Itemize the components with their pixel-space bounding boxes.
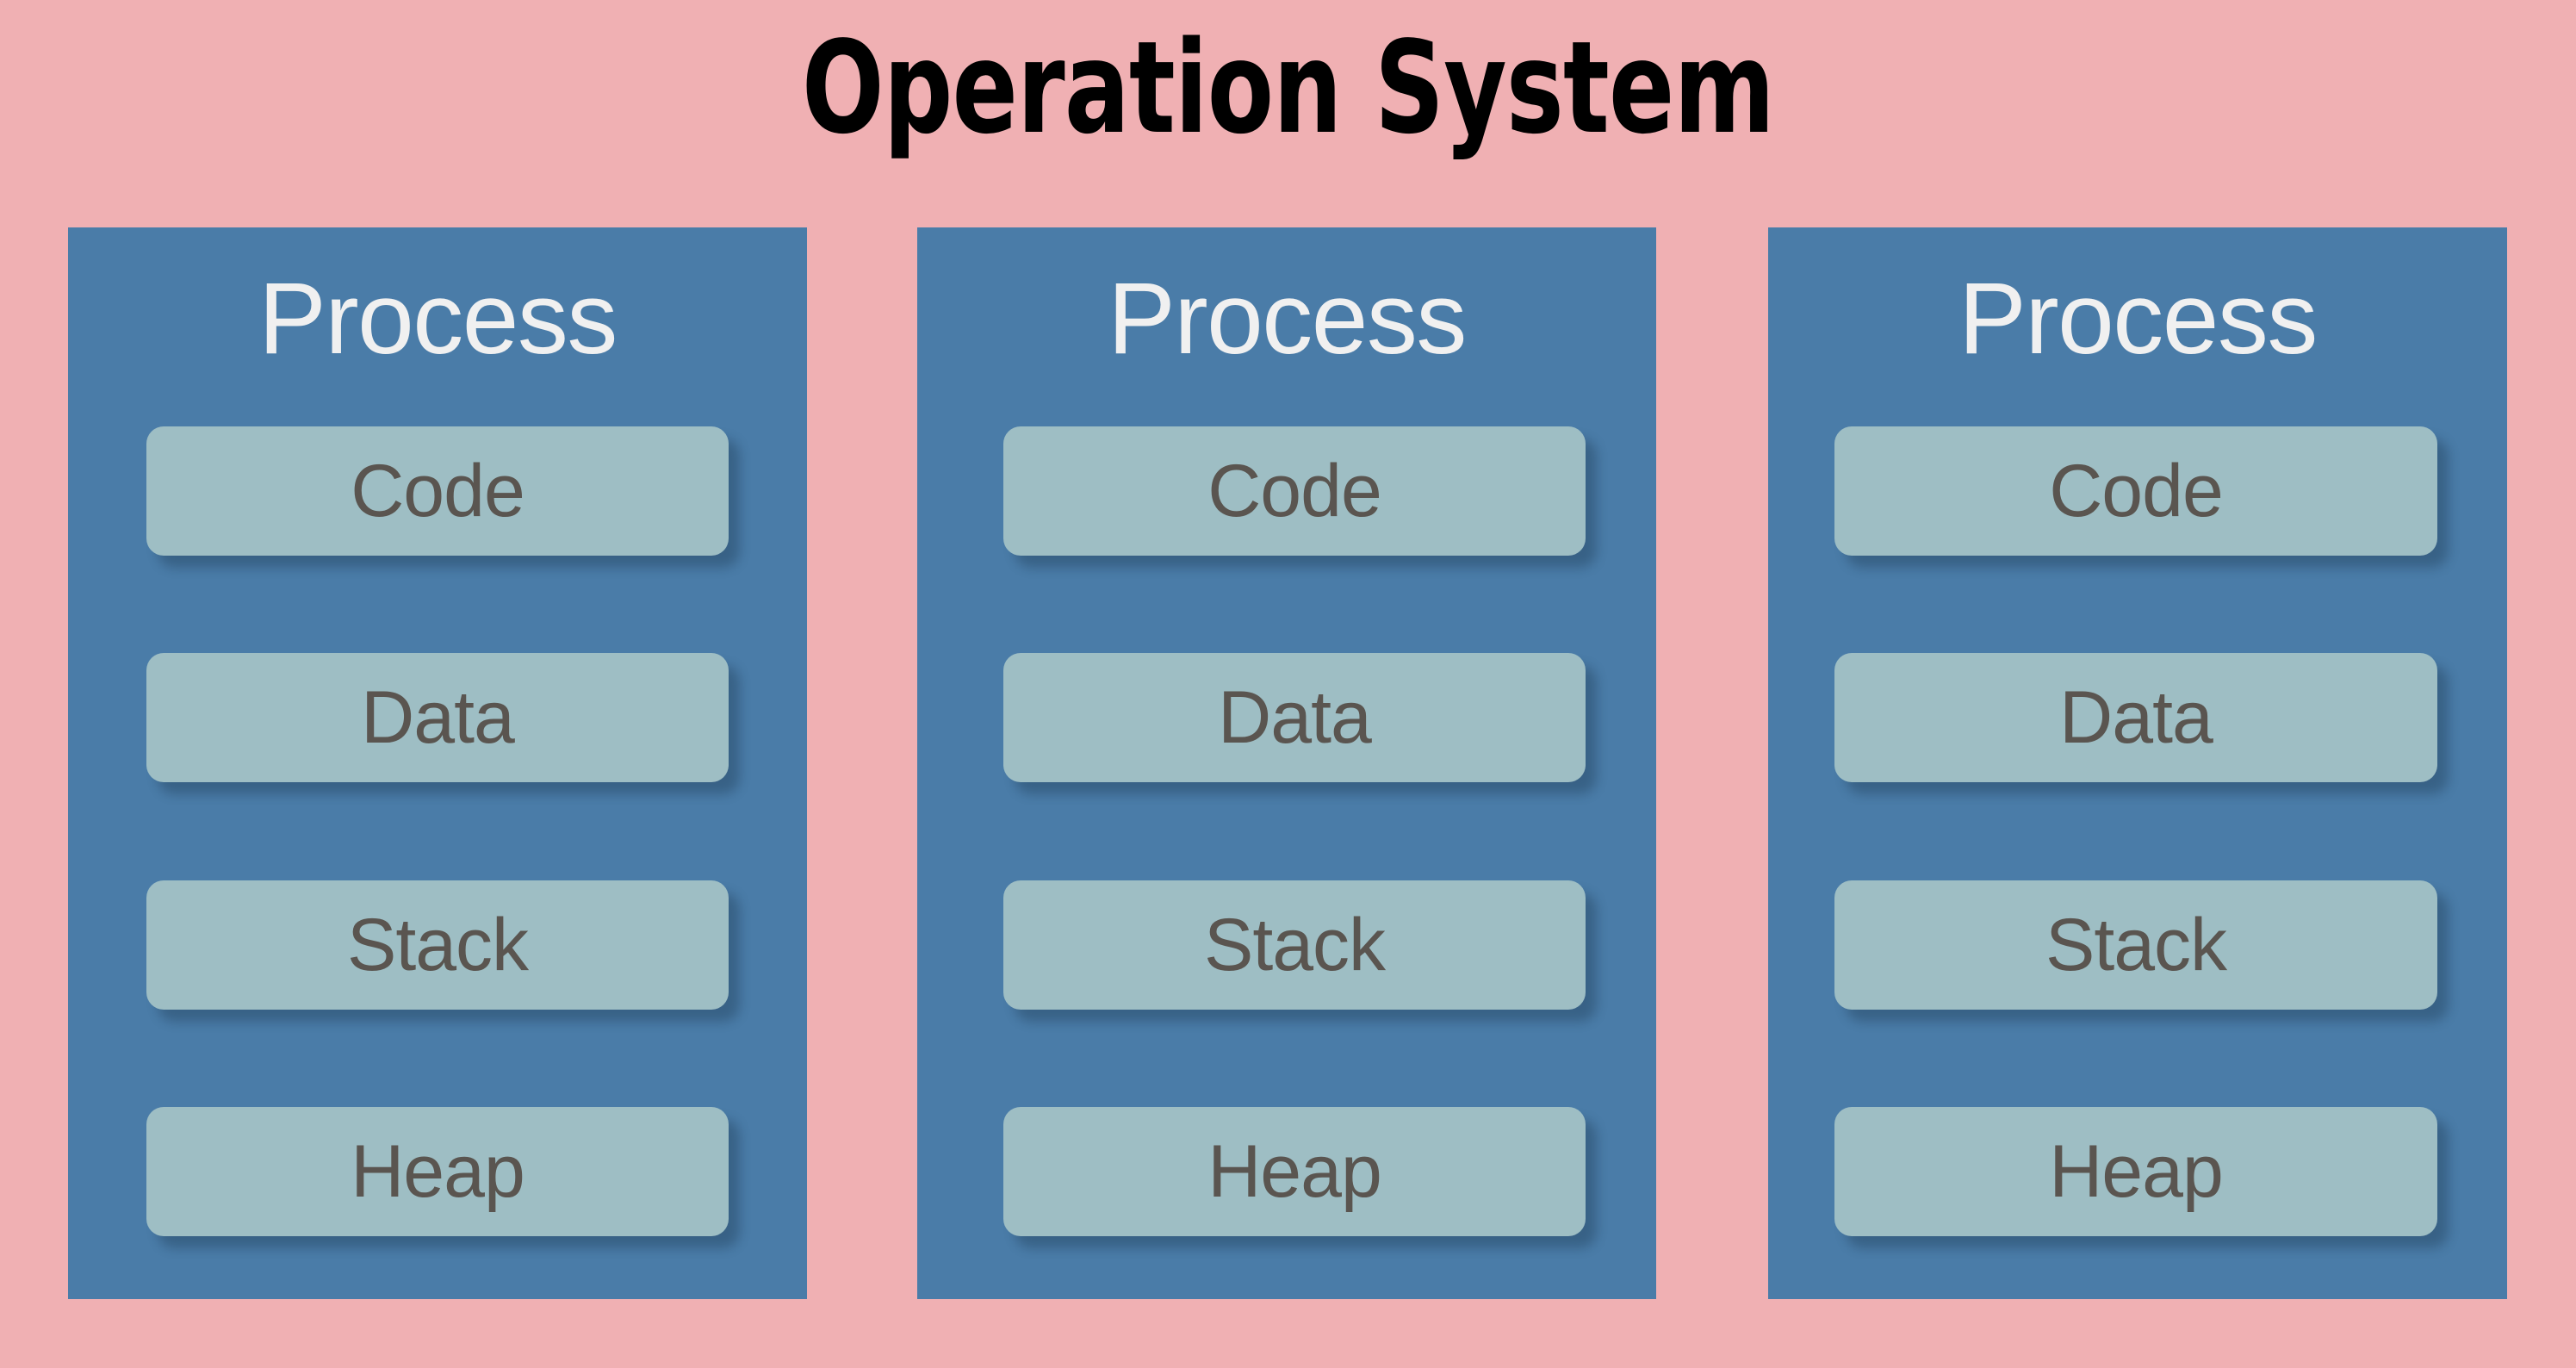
memory-segment-data-3: Data xyxy=(1834,653,2437,782)
process-box-3: Process Code Data Stack Heap xyxy=(1768,227,2507,1299)
memory-segment-heap-2: Heap xyxy=(1003,1107,1586,1236)
memory-segment-code-2: Code xyxy=(1003,426,1586,556)
page-title: Operation System xyxy=(801,14,1775,162)
memory-segment-label: Stack xyxy=(346,904,529,986)
memory-segment-label: Heap xyxy=(351,1130,525,1213)
memory-segment-label: Code xyxy=(351,450,525,532)
memory-segment-heap-1: Heap xyxy=(146,1107,729,1236)
process-box-1: Process Code Data Stack Heap xyxy=(68,227,807,1299)
process-title-2: Process xyxy=(1108,262,1467,376)
memory-segment-label: Data xyxy=(1218,676,1372,759)
memory-segment-label: Code xyxy=(2049,450,2224,532)
memory-segment-stack-2: Stack xyxy=(1003,880,1586,1010)
memory-segment-stack-3: Stack xyxy=(1834,880,2437,1010)
memory-segment-label: Code xyxy=(1207,450,1382,532)
process-title-1: Process xyxy=(258,262,618,376)
process-title-3: Process xyxy=(1958,262,2318,376)
memory-segment-label: Data xyxy=(2059,676,2213,759)
memory-segment-label: Heap xyxy=(1207,1130,1382,1213)
memory-segment-heap-3: Heap xyxy=(1834,1107,2437,1236)
process-box-2: Process Code Data Stack Heap xyxy=(917,227,1656,1299)
memory-segment-label: Data xyxy=(361,676,515,759)
memory-segment-data-2: Data xyxy=(1003,653,1586,782)
memory-segment-label: Heap xyxy=(2049,1130,2224,1213)
memory-segment-code-3: Code xyxy=(1834,426,2437,556)
memory-segment-stack-1: Stack xyxy=(146,880,729,1010)
memory-segment-data-1: Data xyxy=(146,653,729,782)
memory-segment-label: Stack xyxy=(1203,904,1386,986)
memory-segment-label: Stack xyxy=(2045,904,2227,986)
memory-segment-code-1: Code xyxy=(146,426,729,556)
